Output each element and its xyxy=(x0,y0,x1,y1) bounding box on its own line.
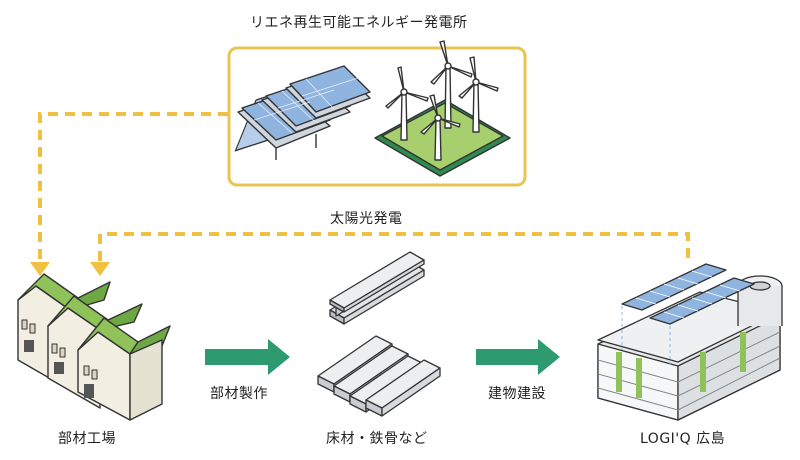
arrow-head-to-factory-right xyxy=(90,262,110,276)
solar-panels-icon xyxy=(234,65,371,160)
construction-label: 建物建設 xyxy=(488,386,546,402)
renewable-plant-label: リエネ再生可能エネルギー発電所 xyxy=(250,15,468,31)
destination-label: LOGI'Q 広島 xyxy=(640,431,726,447)
dashed-connector-solar xyxy=(98,232,690,262)
materials-label: 床材・鉄骨など xyxy=(326,431,428,447)
steel-beam-icon xyxy=(329,251,425,325)
factory-label: 部材工場 xyxy=(58,431,116,447)
arrow-head-to-factory-left xyxy=(30,262,50,276)
wind-turbines-icon xyxy=(374,40,511,177)
arrow-construction xyxy=(476,339,560,375)
dashed-connector-plant-to-factory xyxy=(38,112,228,262)
manufacturing-label: 部材製作 xyxy=(210,386,268,402)
floor-slabs-icon xyxy=(317,335,441,417)
solar-power-label: 太陽光発電 xyxy=(330,211,403,227)
factory-icon xyxy=(17,273,171,421)
logiq-building-icon xyxy=(597,263,783,421)
arrow-manufacturing xyxy=(205,339,290,375)
